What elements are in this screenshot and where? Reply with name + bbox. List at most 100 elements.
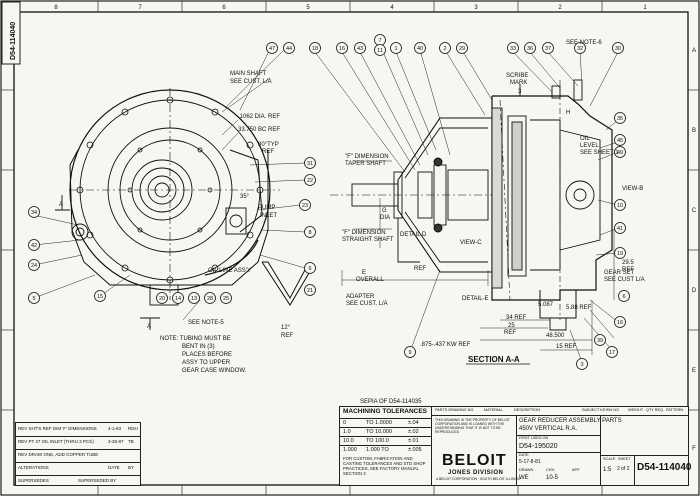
- oil-level-a: OIL: [580, 136, 590, 142]
- balloon-left-16: 21: [307, 288, 313, 294]
- view-c: VIEW-C: [460, 240, 482, 246]
- tolerance-value: ±.01: [408, 438, 419, 444]
- balloon-right-2-circle: [542, 42, 554, 54]
- corner-drawing-number: D54-114040: [10, 22, 17, 60]
- h-weight: WEIGHT: [628, 408, 644, 412]
- section-mark-a-bottom: A: [147, 324, 151, 330]
- dim-h: H: [566, 110, 570, 116]
- tolerance-range: 0: [343, 420, 347, 426]
- revision-date: 4-1-83: [108, 426, 122, 431]
- balloon-left-19-circle: [28, 259, 40, 271]
- balloon-left-24: 13: [191, 296, 197, 302]
- e-overall: E: [362, 270, 366, 276]
- tubing-note-d: ASSY TO UPPER: [182, 360, 231, 366]
- tubing-note-e: GEAR CASE WINDOW.: [182, 368, 247, 374]
- balloon-right-3: 32: [577, 46, 583, 52]
- balloon-left-14-circle: [304, 226, 316, 238]
- balloon-right-11: 16: [617, 320, 623, 326]
- company-cell: THIS DRAWING IS THE PROPERTY OF BELOIT C…: [432, 415, 520, 485]
- g-dia: G: [382, 208, 387, 214]
- balloon-right-12: 17: [609, 350, 615, 356]
- balloon-right-0: 33: [510, 46, 516, 52]
- balloon-left-11-circle: [304, 157, 316, 169]
- balloon-right-9: 41: [617, 226, 623, 232]
- sheet-value: 2 of 2: [617, 466, 630, 472]
- tolerance-range: 1.000: [343, 447, 357, 453]
- balloon-right-8-circle: [614, 199, 626, 211]
- section-title: SECTION A-A: [468, 355, 520, 364]
- balloon-right-0-circle: [507, 42, 519, 54]
- scale-label: SCALE: [603, 457, 616, 461]
- title-block: PARTS DRAWING NO. MATERIAL DESCRIPTION S…: [431, 406, 692, 486]
- zone-side-A: A: [692, 48, 696, 54]
- dim-25: 25: [508, 323, 515, 329]
- revision-row: REV DRAW ONE, ADD COPPER TUBE: [16, 449, 140, 463]
- balloon-left-12: 22: [307, 178, 313, 184]
- balloon-left-1-circle: [283, 42, 295, 54]
- legal-text: THIS DRAWING IS THE PROPERTY OF BELOIT C…: [435, 418, 510, 435]
- balloon-left-26: 25: [223, 296, 229, 302]
- dim-875: .875-.437 KW REF: [420, 342, 471, 348]
- pump-inlet-b: INLET: [260, 213, 277, 219]
- revision-text: ALTERATIONS: [18, 465, 49, 470]
- dim-25-ref: REF: [504, 330, 516, 336]
- balloon-left-15: 6: [308, 266, 311, 272]
- balloon-left-9: 2: [443, 46, 446, 52]
- balloon-left-15-circle: [304, 262, 316, 274]
- deg-typ: 30°TYP: [258, 142, 279, 148]
- balloon-left-20-circle: [28, 292, 40, 304]
- balloon-left-8-circle: [414, 42, 426, 54]
- balloon-right-16: 6: [622, 294, 625, 300]
- balloon-right-4-circle: [612, 42, 624, 54]
- balloon-left-9-circle: [439, 42, 451, 54]
- balloon-left-21: 15: [97, 294, 103, 300]
- balloon-left-13-circle: [299, 199, 311, 211]
- balloon-left-4-circle: [354, 42, 366, 54]
- balloon-right-12-circle: [606, 346, 618, 358]
- balloon-left-21-circle: [94, 290, 106, 302]
- balloon-left-0: 47: [269, 46, 275, 52]
- balloon-right-3-circle: [574, 42, 586, 54]
- gear-set-a: GEAR SET: [604, 270, 635, 276]
- date-value: 5-17-8-81: [519, 459, 541, 465]
- balloon-left-18: 42: [31, 243, 37, 249]
- see-note6: SEE NOTE-6: [566, 40, 602, 46]
- oil-line-label: OIL LINE ASS'Y: [208, 268, 251, 274]
- tolerance-range: 10.0: [343, 438, 354, 444]
- section-dimensions: [341, 160, 615, 355]
- balloon-left-10-circle: [456, 42, 468, 54]
- f-dim-straight-sub: STRAIGHT SHAFT: [342, 237, 394, 243]
- balloon-left-7-circle: [390, 42, 402, 54]
- balloon-left-4: 43: [357, 46, 363, 52]
- detail-d: DETAIL D: [400, 232, 427, 238]
- e-overall-sub: OVERALL: [356, 277, 384, 283]
- title-line-2: 450V VERTICAL R.A.: [519, 426, 578, 432]
- h-qty: QTY REQ: [646, 408, 664, 412]
- balloon-right-7: 49: [617, 150, 623, 156]
- balloon-left-0-circle: [266, 42, 278, 54]
- revision-by: RDH: [128, 426, 138, 431]
- dim-3-top: 3: [518, 89, 522, 95]
- dia-ref: .1062 DIA. REF: [238, 114, 280, 120]
- drawing-number: D54-114040: [637, 462, 692, 473]
- f-dim-straight: "F" DIMENSION: [342, 230, 386, 236]
- drawn-label: DRAWN: [519, 468, 534, 472]
- description-cell: GEAR REDUCER ASSEMBLY PARTS 450V VERTICA…: [516, 415, 622, 485]
- oil-level-b: LEVEL: [580, 143, 599, 149]
- tolerance-to: TO 10.000: [366, 429, 392, 435]
- h-pattern: PATTERN: [666, 408, 684, 412]
- zone-side-E: E: [692, 368, 696, 374]
- balloon-left-18-circle: [28, 239, 40, 251]
- drawn-value: WE: [519, 475, 529, 481]
- balloon-right-13-circle: [594, 334, 606, 346]
- tolerance-value: ±.02: [408, 429, 419, 435]
- oil-level-c: SEE SHEET 1: [580, 150, 619, 156]
